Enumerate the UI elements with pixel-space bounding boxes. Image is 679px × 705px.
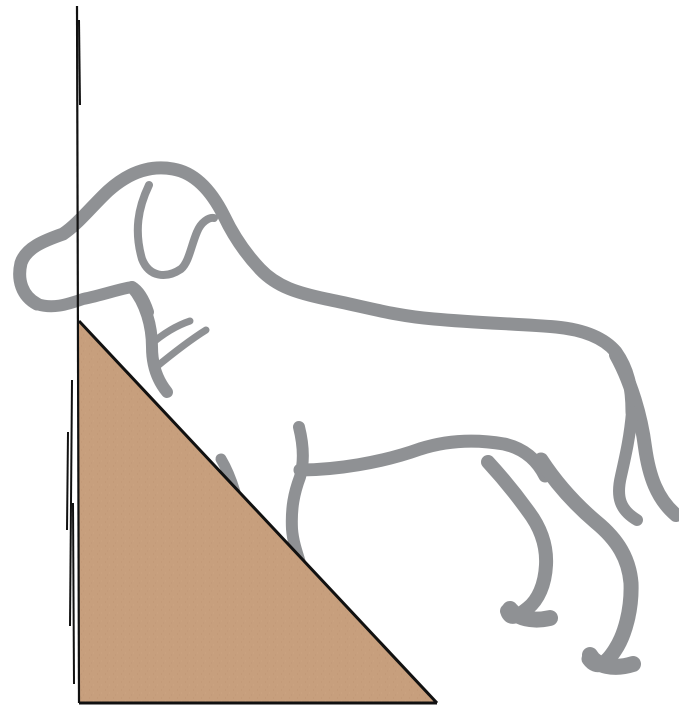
dog-back-hock xyxy=(619,412,637,520)
wall-lower-mark-1 xyxy=(70,380,72,626)
wall xyxy=(67,6,80,703)
wall-upper-mark xyxy=(79,20,80,105)
dog-rear-leg-1 xyxy=(488,462,546,617)
dog-belly-outline xyxy=(300,441,545,476)
wood-ramp xyxy=(79,321,437,703)
wall-main-line xyxy=(77,6,79,703)
dog-ear-outline xyxy=(138,185,214,275)
wall-lower-mark-2 xyxy=(67,432,68,530)
wall-lower-mark-3 xyxy=(73,503,74,684)
